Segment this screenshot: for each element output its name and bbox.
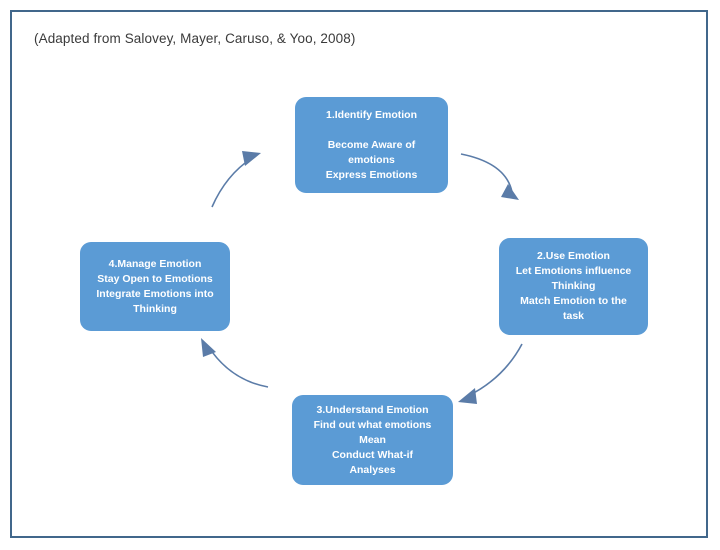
node-use-emotion[interactable]: 2.Use Emotion Let Emotions influence Thi…	[499, 238, 648, 335]
node-understand-line-3: Conduct What-if	[331, 448, 414, 461]
node-use-line-1: Let Emotions influence	[515, 265, 632, 277]
arrow-understand-to-manage	[201, 338, 269, 388]
node-use-line-0: 2.Use Emotion	[537, 250, 610, 262]
node-identify-emotion[interactable]: 1.Identify Emotion Become Aware of emoti…	[295, 97, 448, 193]
node-understand-line-4: Analyses	[349, 463, 396, 476]
arrow-identify-to-use	[460, 153, 519, 200]
node-manage-line-2: Integrate Emotions into	[96, 287, 214, 300]
node-understand-emotion[interactable]: 3.Understand Emotion Find out what emoti…	[292, 395, 453, 485]
node-understand-line-2: Mean	[359, 433, 386, 446]
source-caption: (Adapted from Salovey, Mayer, Caruso, & …	[34, 31, 356, 46]
node-identify-line-4: Express Emotions	[325, 168, 418, 181]
arrow-manage-to-identify	[211, 151, 261, 208]
node-use-line-2: Thinking	[551, 280, 596, 292]
node-use-line-3: Match Emotion to the	[520, 295, 627, 307]
node-use-line-4: task	[562, 310, 584, 322]
node-manage-line-1: Stay Open to Emotions	[97, 272, 213, 285]
arrow-use-to-understand	[458, 343, 523, 404]
node-understand-line-1: Find out what emotions	[313, 418, 432, 431]
node-understand-line-0: 3.Understand Emotion	[316, 403, 429, 416]
node-identify-line-0: 1.Identify Emotion	[325, 108, 417, 121]
node-identify-line-2: Become Aware of	[327, 138, 416, 151]
node-manage-line-3: Thinking	[133, 302, 177, 315]
node-manage-emotion[interactable]: 4.Manage Emotion Stay Open to Emotions I…	[80, 242, 230, 331]
node-manage-line-0: 4.Manage Emotion	[108, 257, 202, 270]
diagram-frame: (Adapted from Salovey, Mayer, Caruso, & …	[10, 10, 708, 538]
node-identify-line-3: emotions	[348, 153, 395, 166]
